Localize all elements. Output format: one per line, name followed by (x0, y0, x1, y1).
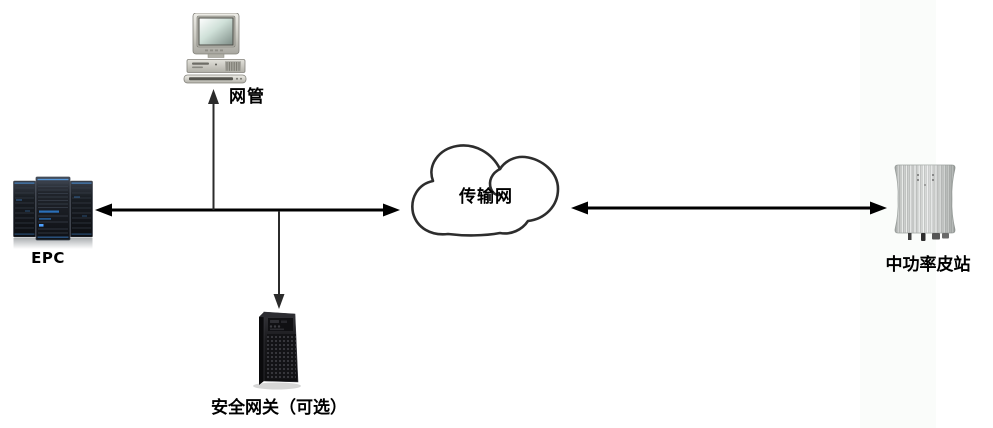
epc-label: EPC (31, 249, 65, 267)
server-rack-icon (13, 176, 93, 249)
security-gateway-label: 安全网关（可选） (211, 398, 347, 418)
bus-to-nms-arrow (208, 89, 219, 210)
transport-network-label: 传输网 (459, 187, 513, 207)
computer-case (186, 59, 246, 73)
rack-reflection (13, 238, 93, 249)
left-server-tower (13, 180, 36, 238)
bottom-connectors (908, 233, 949, 241)
bus-to-security-gateway-arrow (273, 211, 285, 309)
finned-enclosure (894, 164, 956, 234)
keyboard (183, 74, 247, 84)
crt-monitor (192, 13, 240, 58)
desktop-computer-icon (183, 13, 247, 84)
pico-station-label: 中功率皮站 (885, 255, 971, 275)
outdoor-base-station-icon (894, 164, 956, 241)
nms-label: 网管 (229, 87, 265, 107)
cloud-icon (411, 144, 560, 237)
tower-shadow (253, 382, 301, 390)
transport-pico-link-arrow (571, 201, 887, 215)
tower-server-icon (253, 311, 301, 390)
epc-transport-link-arrow (95, 203, 400, 217)
center-server-tower (35, 176, 71, 241)
drive-bay-panel (268, 318, 293, 331)
mesh-grille (267, 334, 296, 379)
right-server-tower (70, 180, 93, 238)
